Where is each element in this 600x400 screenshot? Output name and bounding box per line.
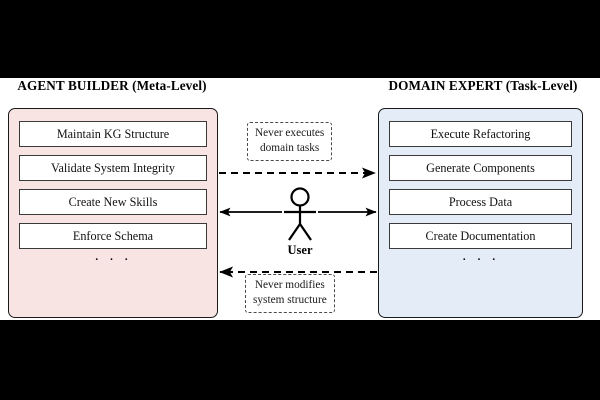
annotation-line-2: system structure <box>253 294 327 306</box>
left-panel-more-indicator: · · · <box>94 252 132 268</box>
skill-box[interactable]: Generate Components <box>389 155 572 181</box>
skill-box[interactable]: Process Data <box>389 189 572 215</box>
skill-box[interactable]: Enforce Schema <box>19 223 207 249</box>
annotation-line-1: Never modifies <box>254 279 325 291</box>
right-panel-more-indicator: · · · <box>461 252 500 268</box>
annotation-line-2: domain tasks <box>260 142 320 154</box>
agent-builder-panel: Maintain KG Structure Validate System In… <box>8 108 218 318</box>
skill-box[interactable]: Execute Refactoring <box>389 121 572 147</box>
user-stick-figure-icon <box>284 187 316 241</box>
annotation-never-executes: Never executes domain tasks <box>247 122 333 161</box>
domain-expert-panel: Execute Refactoring Generate Components … <box>378 108 583 318</box>
skill-box[interactable]: Validate System Integrity <box>19 155 207 181</box>
user-label: User <box>287 243 313 257</box>
skill-box[interactable]: Create Documentation <box>389 223 572 249</box>
diagram-content-area: AGENT BUILDER (Meta-Level) DOMAIN EXPERT… <box>0 78 600 320</box>
right-panel-title: DOMAIN EXPERT (Task-Level) <box>388 78 578 93</box>
skill-box[interactable]: Create New Skills <box>19 189 207 215</box>
skill-box[interactable]: Maintain KG Structure <box>19 121 207 147</box>
left-panel-title: AGENT BUILDER (Meta-Level) <box>17 78 207 93</box>
annotation-never-modifies: Never modifies system structure <box>245 274 335 313</box>
annotation-line-1: Never executes <box>255 127 325 139</box>
